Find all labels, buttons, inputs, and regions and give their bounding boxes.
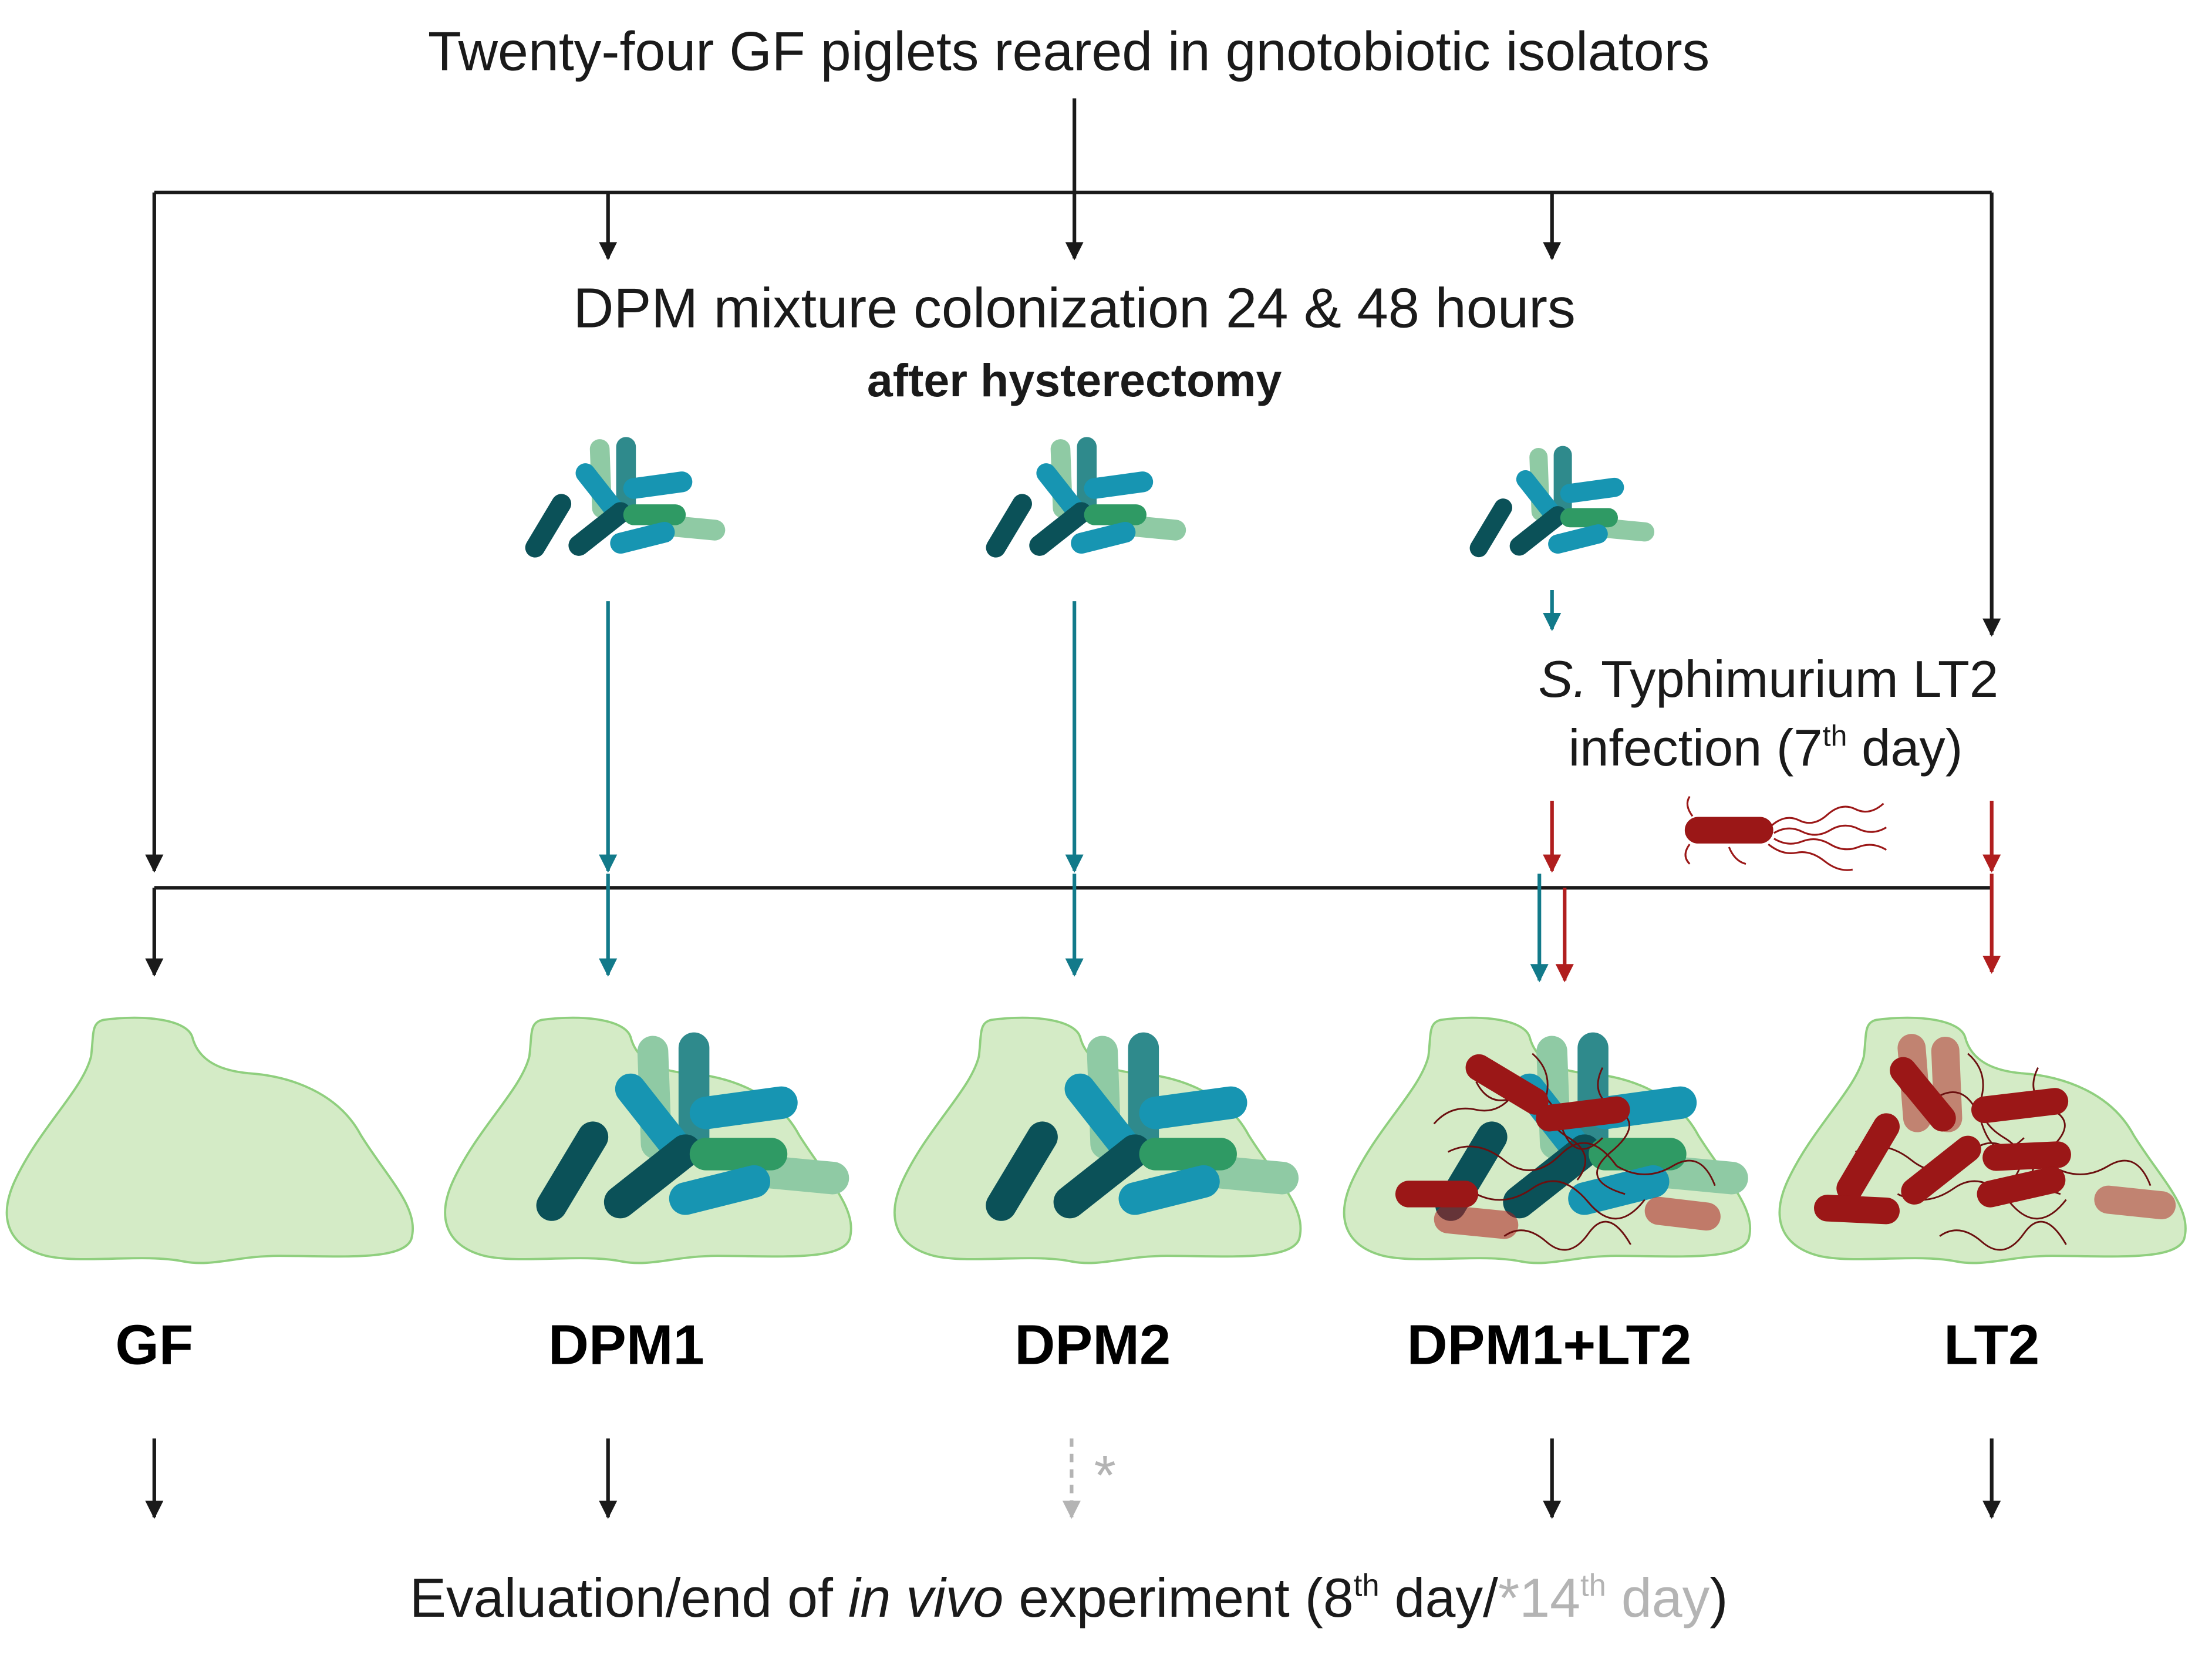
infection-label-line1: S. Typhimurium LT2 <box>1538 650 1998 708</box>
group-dpm1-illustration <box>444 1016 852 1265</box>
evaluation-arrows <box>145 1438 2001 1519</box>
bacteria-cluster-icon <box>996 447 1175 548</box>
top-distribution-lines <box>145 98 2001 873</box>
group-lt2-illustration <box>1778 1016 2187 1265</box>
group-label-dpm1-lt2: DPM1+LT2 <box>1407 1313 1692 1376</box>
group-label-gf: GF <box>115 1313 193 1376</box>
bacteria-cluster-icon <box>535 447 714 548</box>
colonization-subheading: after hysterectomy <box>867 355 1282 406</box>
group-label-dpm2: DPM2 <box>1014 1313 1171 1376</box>
evaluation-footer: Evaluation/end of in vivo experiment (8t… <box>410 1567 1728 1628</box>
group-gf-illustration <box>5 1016 414 1265</box>
infection-arrows-upper <box>1543 800 2001 873</box>
bacteria-cluster-icon <box>1479 455 1645 548</box>
salmonella-bacterium-icon <box>1685 797 1886 870</box>
group-dpm2-illustration <box>893 1016 1302 1265</box>
dpm2-asterisk: * <box>1094 1444 1116 1507</box>
group-label-dpm1: DPM1 <box>548 1313 704 1376</box>
colonization-arrows <box>599 590 1562 873</box>
group-dpm1-lt2-illustration <box>1343 1016 1752 1265</box>
infection-label-line2: infection (7th day) <box>1569 719 1963 777</box>
group-label-lt2: LT2 <box>1944 1313 2039 1376</box>
colonization-heading: DPM mixture colonization 24 & 48 hours <box>573 277 1576 340</box>
diagram-title: Twenty-four GF piglets reared in gnotobi… <box>428 21 1710 82</box>
lower-distribution-lines <box>145 874 2001 983</box>
